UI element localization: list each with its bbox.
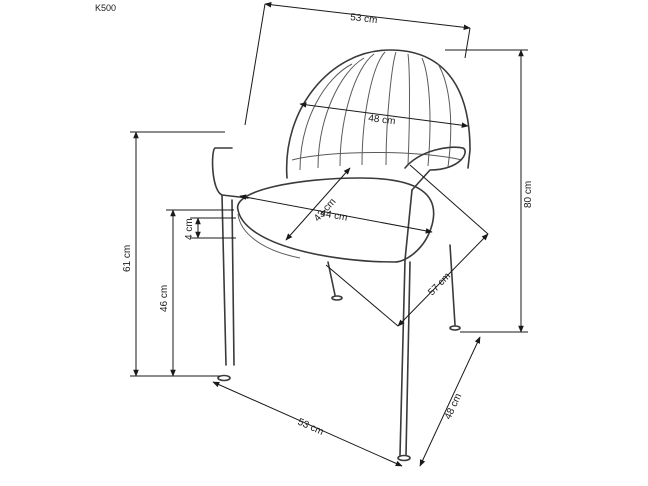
seat-depth-arrow — [285, 167, 351, 241]
overall-width-ext-left — [244, 3, 266, 126]
overall-width-ext-right — [464, 27, 471, 59]
back-width-arrow — [299, 102, 469, 128]
base-depth-arrow — [419, 336, 481, 467]
left-front-leg-inner — [231, 199, 235, 366]
model-code: K500 — [95, 3, 116, 13]
label-overall-width: 53 cm — [350, 12, 378, 26]
left-armrest — [211, 147, 249, 199]
label-seat-width: 44 cm — [319, 208, 348, 224]
label-armrest-height: 61 cm — [122, 245, 133, 272]
diagonal-ext-bottom — [325, 264, 399, 327]
foot-right-front — [397, 454, 411, 462]
right-armrest — [404, 146, 466, 191]
seat-width-arrow — [239, 194, 433, 234]
label-seat-height: 46 cm — [159, 285, 170, 312]
right-arm-support — [404, 189, 413, 261]
label-total-height: 80 cm — [523, 181, 534, 208]
chair-illustration — [211, 49, 471, 462]
label-seat-thickness: 4 cm — [184, 218, 195, 240]
backrest-ribs — [299, 51, 452, 171]
right-front-leg — [399, 259, 406, 456]
dimension-labels: 53 cm 48 cm 80 cm 61 cm 46 cm 4 cm 43 cm… — [122, 12, 534, 438]
seat-cushion-side — [237, 213, 301, 259]
left-front-leg — [221, 194, 227, 366]
right-front-leg-inner — [405, 261, 411, 456]
foot-right-back — [449, 325, 461, 331]
diagonal-arrow — [397, 233, 489, 327]
backrest-lower-edge — [291, 152, 463, 161]
diagonal-ext-top — [409, 164, 489, 235]
base-width-arrow — [212, 381, 403, 467]
label-base-width: 53 cm — [296, 417, 325, 438]
dimension-lines — [130, 1, 528, 467]
label-back-width: 48 cm — [368, 113, 396, 127]
right-back-leg — [449, 244, 456, 326]
label-diagonal: 57 cm — [426, 271, 453, 298]
overall-width-arrow — [264, 1, 471, 31]
label-base-depth: 48 cm — [443, 392, 464, 421]
foot-left-front — [217, 374, 231, 382]
foot-left-back — [331, 295, 343, 301]
